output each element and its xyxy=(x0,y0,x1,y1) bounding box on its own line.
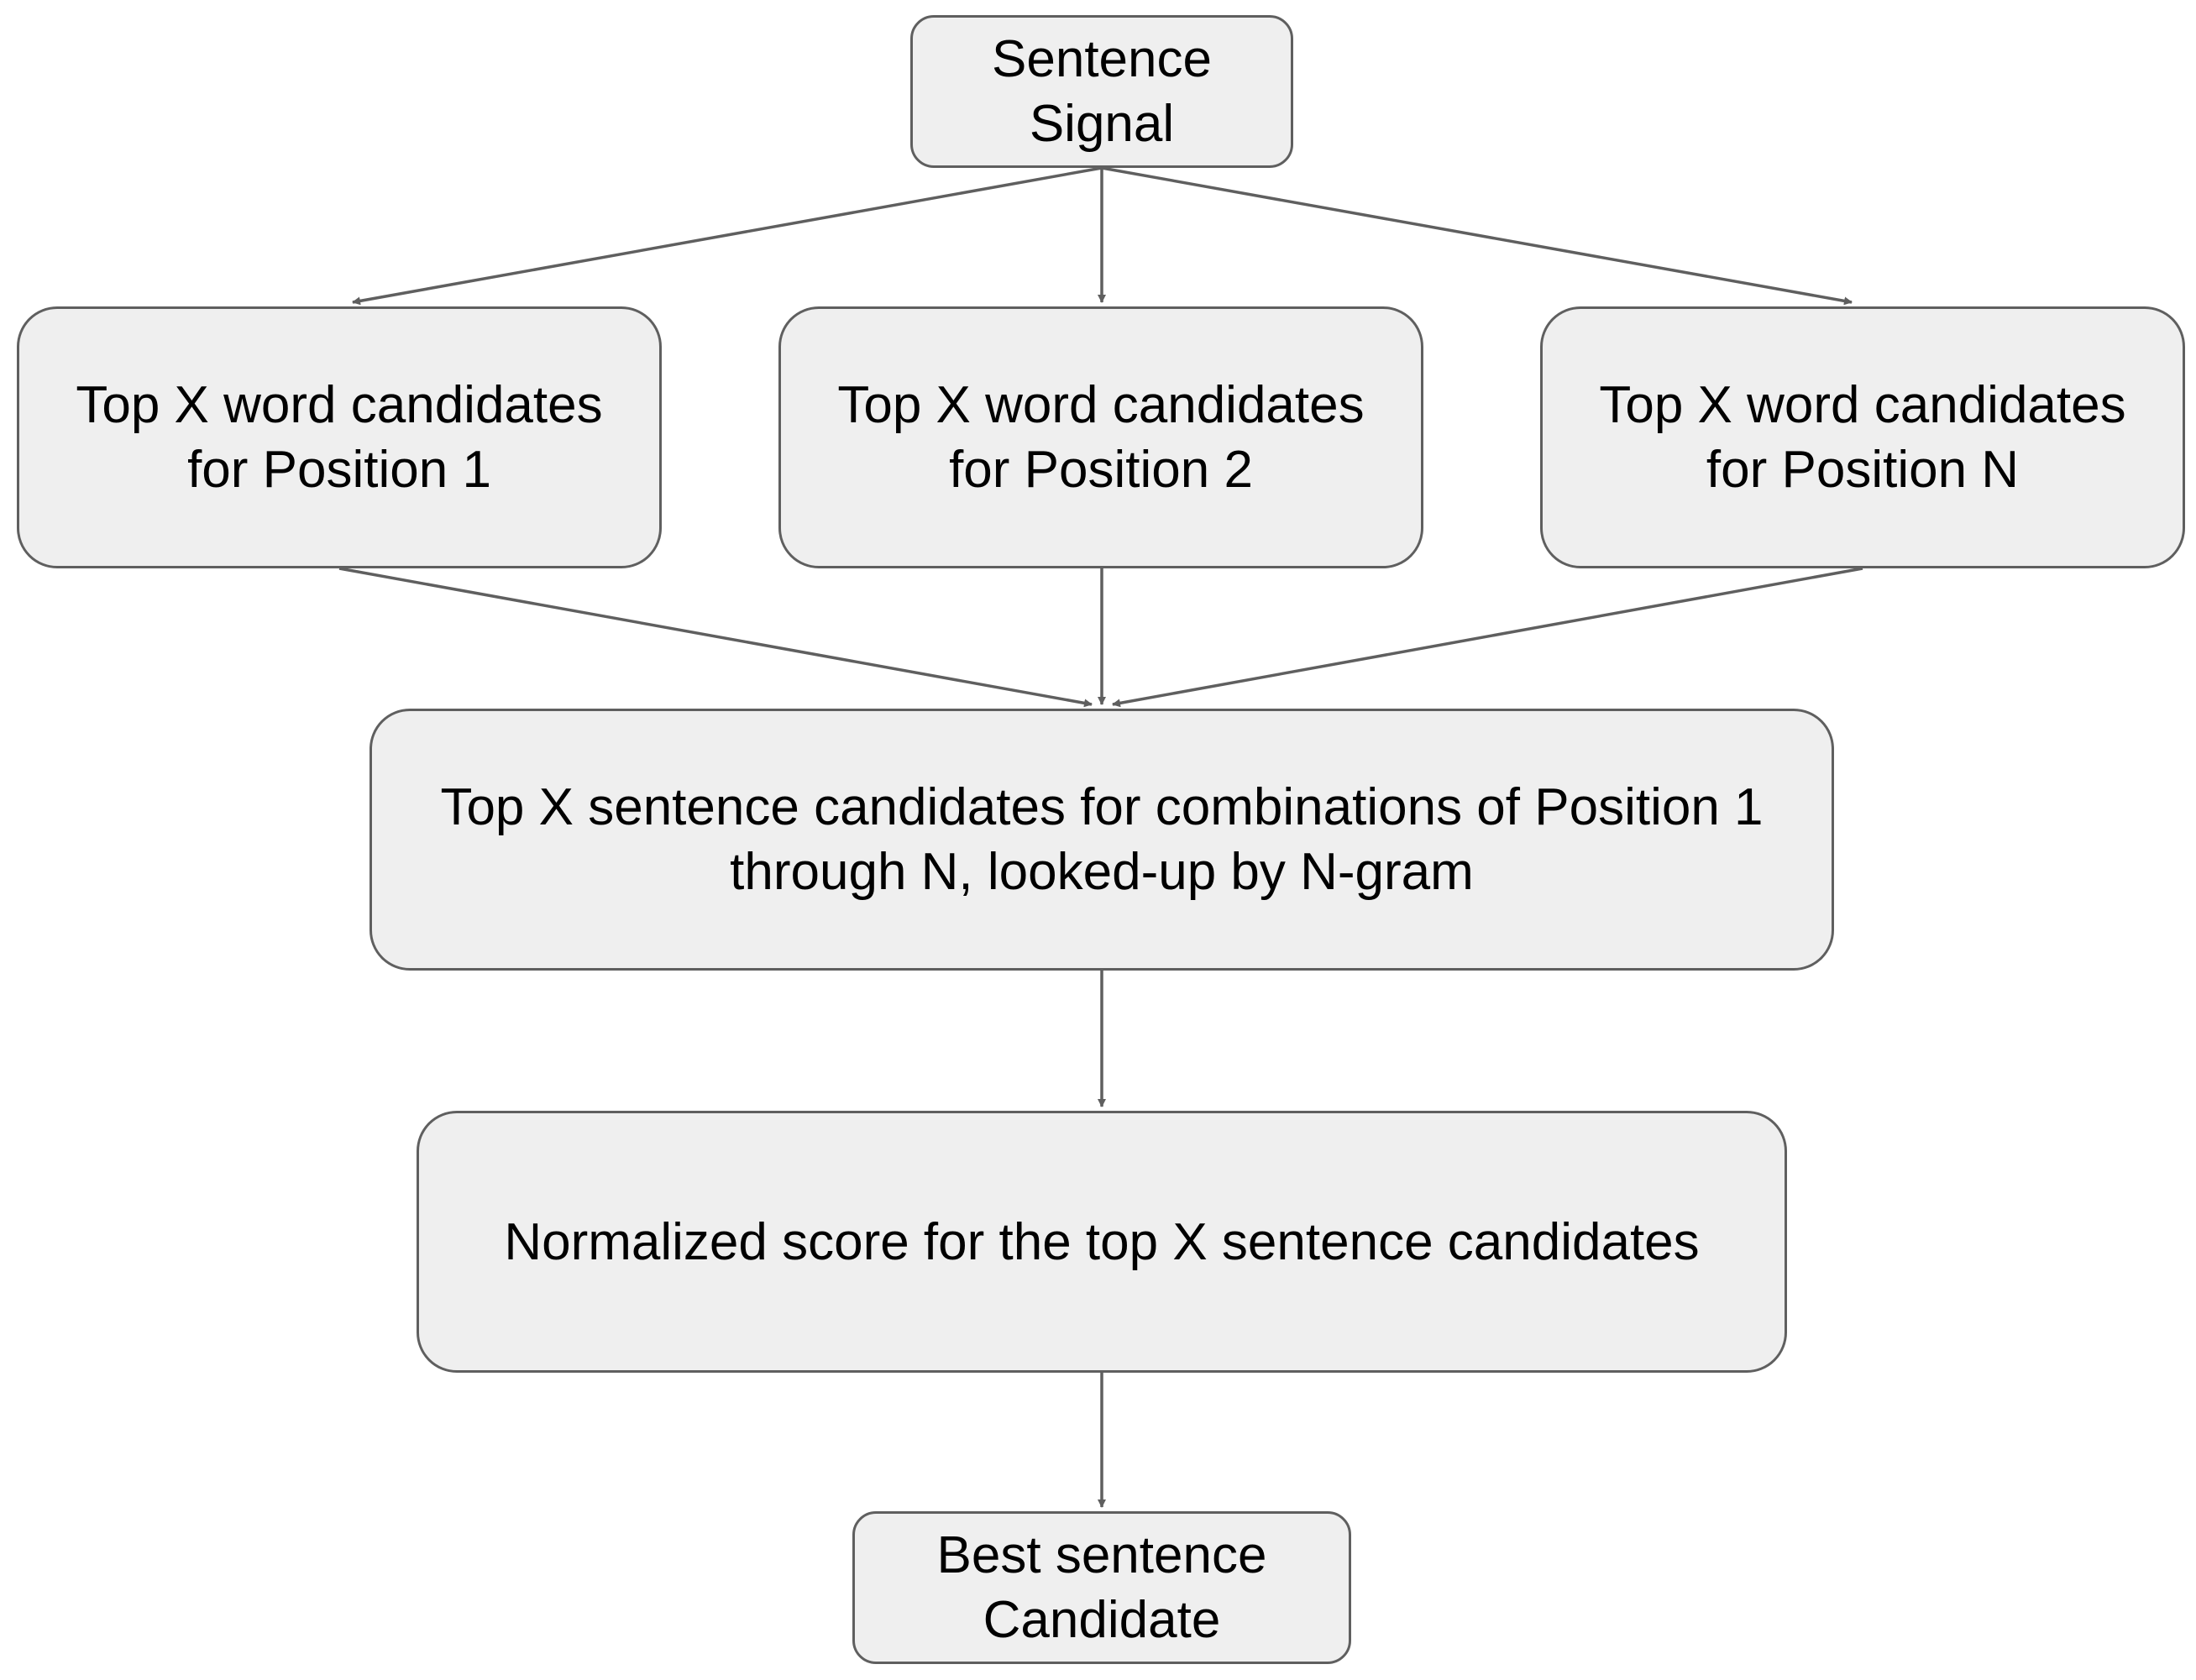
arrow-position-1-to-sentence-candidates xyxy=(338,567,1093,708)
arrow-signal-to-position-1 xyxy=(352,166,1103,306)
sentence-signal-label: Sentence Signal xyxy=(992,30,1212,153)
arrow-signal-to-position-n xyxy=(1101,166,1853,306)
position-1-candidates-node: Top X word candidates for Position 1 xyxy=(17,306,662,568)
arrow-position-n-to-sentence-candidates xyxy=(1112,567,1863,708)
position-1-candidates-label: Top X word candidates for Position 1 xyxy=(76,376,603,499)
sentence-candidates-label: Top X sentence candidates for combinatio… xyxy=(440,778,1764,901)
normalized-score-label: Normalized score for the top X sentence … xyxy=(504,1212,1700,1271)
best-candidate-label: Best sentence Candidate xyxy=(936,1526,1267,1649)
position-2-candidates-node: Top X word candidates for Position 2 xyxy=(778,306,1423,568)
normalized-score-node: Normalized score for the top X sentence … xyxy=(417,1111,1787,1373)
best-candidate-node: Best sentence Candidate xyxy=(852,1511,1351,1664)
sentence-signal-node: Sentence Signal xyxy=(910,15,1293,168)
position-n-candidates-node: Top X word candidates for Position N xyxy=(1540,306,2185,568)
position-n-candidates-label: Top X word candidates for Position N xyxy=(1599,376,2126,499)
sentence-candidates-node: Top X sentence candidates for combinatio… xyxy=(369,709,1834,971)
position-2-candidates-label: Top X word candidates for Position 2 xyxy=(837,376,1365,499)
